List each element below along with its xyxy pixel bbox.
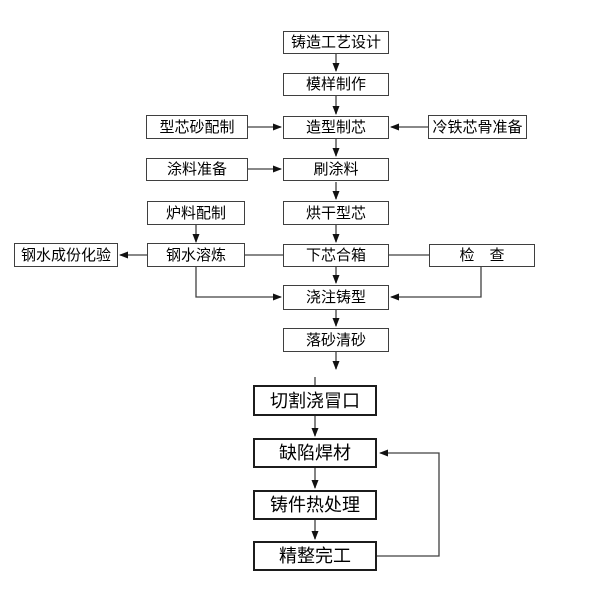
node-brush-coating: 刷涂料 [283, 158, 389, 181]
node-casting-heat-treatment: 铸件热处理 [253, 490, 377, 520]
node-defect-welding: 缺陷焊材 [253, 438, 377, 468]
node-core-sand-preparation: 型芯砂配制 [146, 115, 248, 139]
node-finishing-complete: 精整完工 [253, 541, 377, 571]
edge-finishing-welding-loop [377, 449, 440, 557]
node-chill-core-bar-preparation: 冷铁芯骨准备 [428, 115, 527, 139]
node-shakeout-sand-cleaning: 落砂清砂 [283, 328, 389, 352]
node-coating-preparation: 涂料准备 [146, 158, 248, 181]
node-cut-gates-risers: 切割浇冒口 [253, 385, 377, 416]
node-dry-mold-core: 烘干型芯 [283, 201, 389, 225]
node-steel-composition-test: 钢水成份化验 [14, 243, 118, 267]
node-pour-mold: 浇注铸型 [283, 285, 389, 310]
node-steel-melting: 钢水溶炼 [147, 243, 245, 267]
node-cast-process-design: 铸造工艺设计 [283, 31, 389, 54]
node-core-setting-mold-assembly: 下芯合箱 [283, 244, 389, 267]
node-inspection: 检 查 [429, 244, 535, 267]
edge-melting-pour [195, 267, 282, 301]
node-molding-core-making: 造型制芯 [283, 116, 389, 139]
edge-inspection-pour [390, 267, 482, 301]
node-furnace-charge-preparation: 炉料配制 [147, 201, 245, 225]
node-pattern-making: 模样制作 [283, 73, 389, 96]
